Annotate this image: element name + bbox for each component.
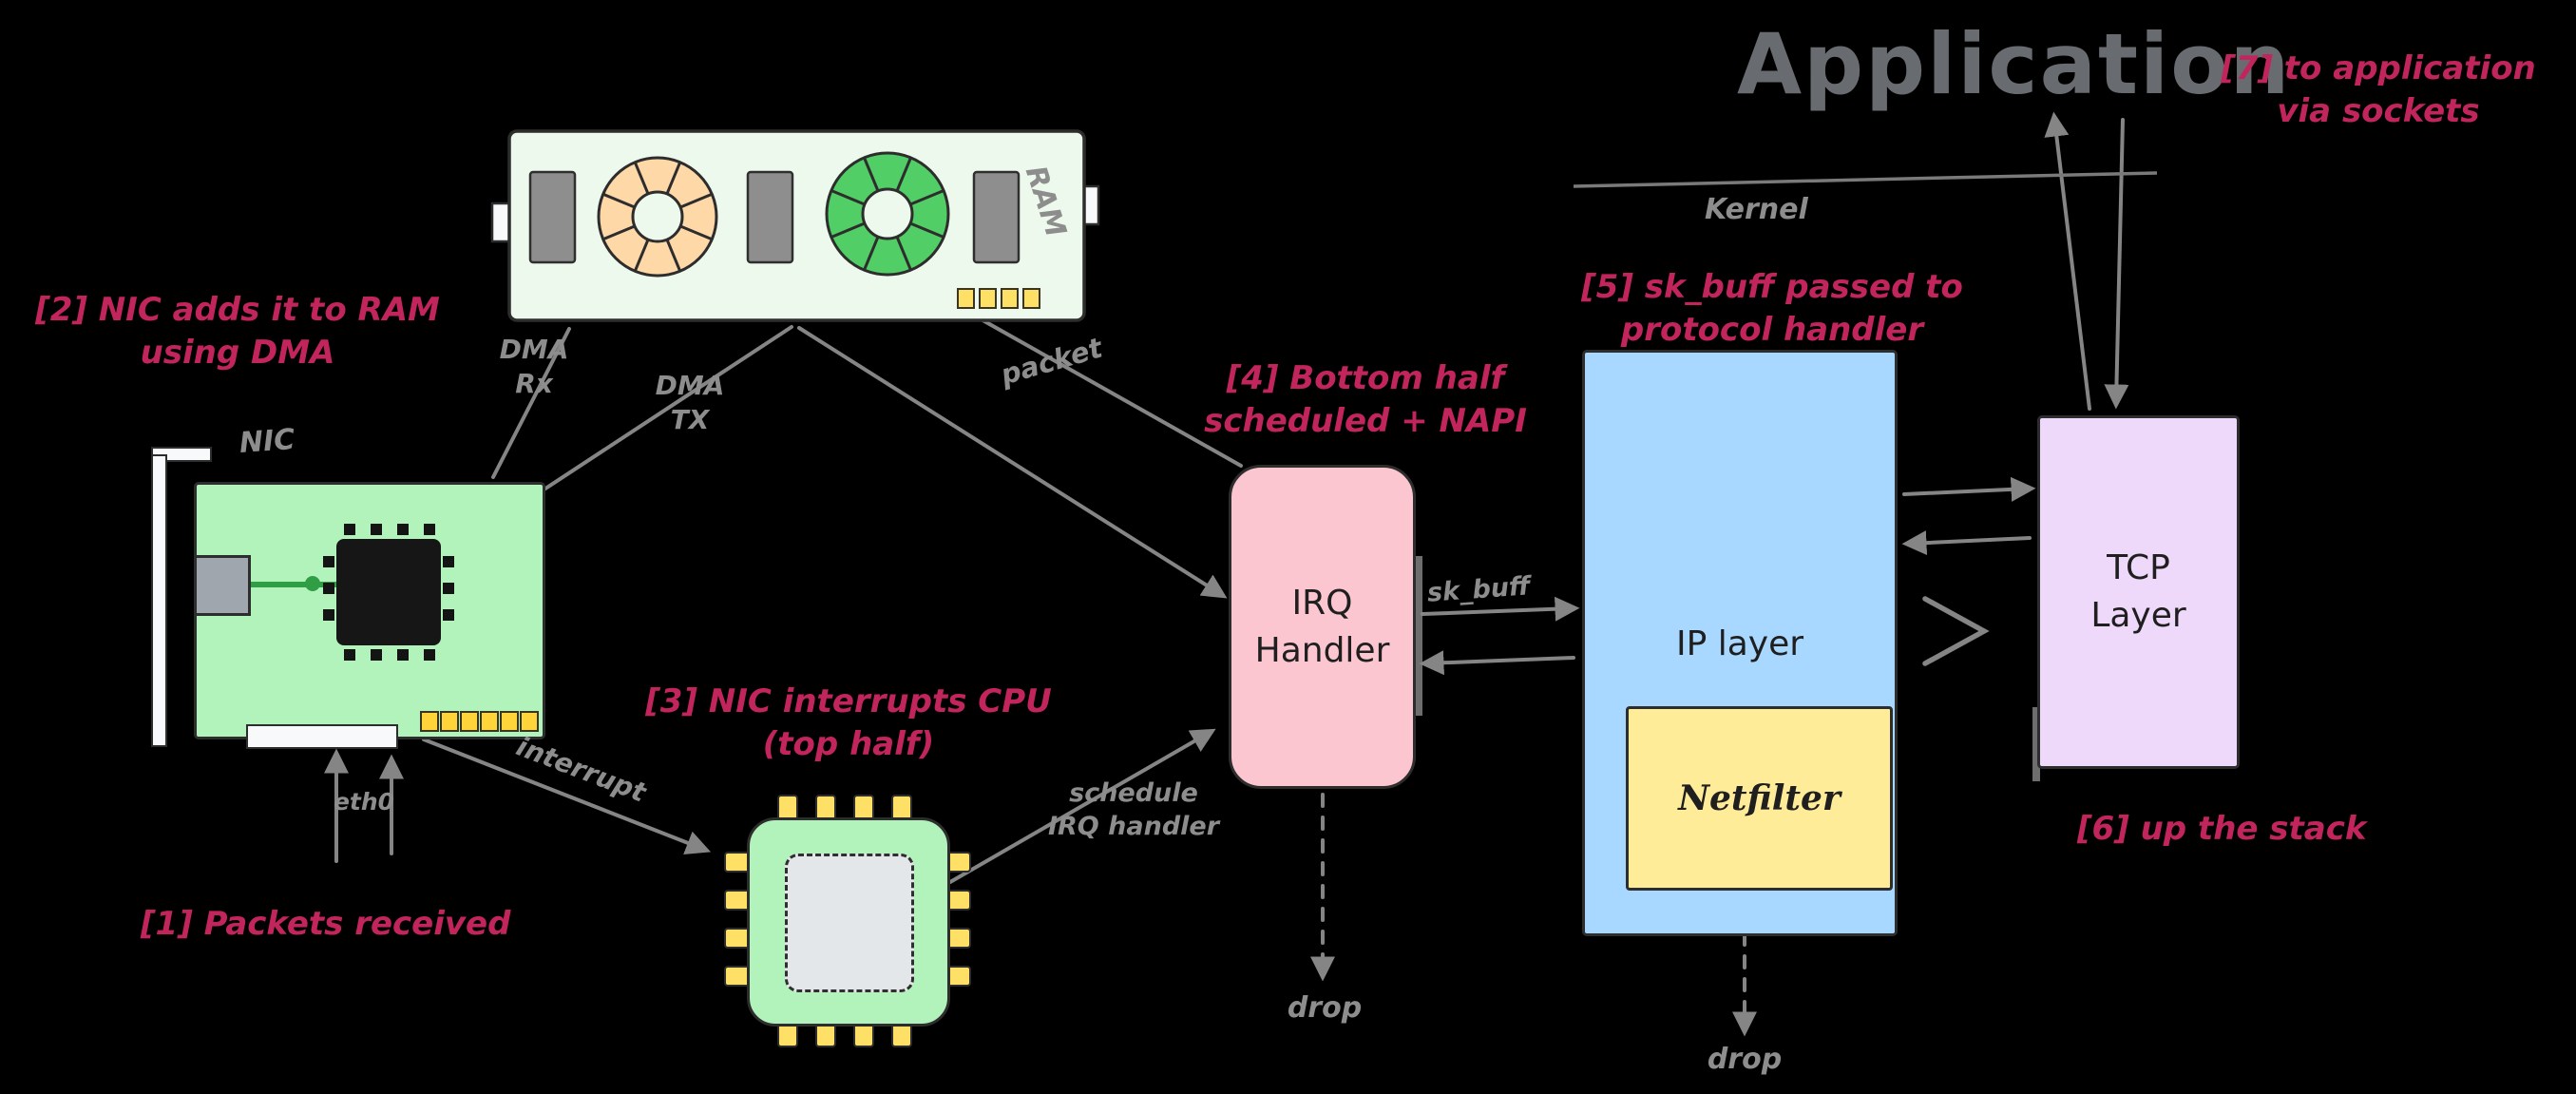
ip-to-tcp-arrow — [1902, 476, 2036, 502]
nic-port — [194, 555, 251, 616]
sketch-stroke-tcp — [2032, 707, 2040, 781]
dma-rx-label-line2: Rx — [515, 367, 553, 399]
chip-leg — [424, 524, 435, 535]
chip-leg — [371, 524, 382, 535]
tcp-layer-box: TCP Layer — [2037, 415, 2240, 769]
chip-leg — [397, 524, 409, 535]
annotation-step3: [3] NIC interrupts CPU (top half) — [616, 681, 1081, 766]
nic-pin — [420, 711, 439, 732]
chip-leg — [344, 649, 355, 661]
nic-card — [143, 426, 599, 777]
kernel-label: Kernel — [1705, 193, 1808, 226]
annotation-step5-line2: protocol handler — [1620, 310, 1924, 349]
annotation-step1: [1] Packets received — [141, 905, 511, 943]
nic-edge-connector — [246, 724, 398, 749]
tx-ring-green — [825, 151, 950, 277]
annotation-step2-line1: [2] NIC adds it to RAM — [35, 291, 440, 329]
nic-pin — [520, 711, 539, 732]
irq-handler-box: IRQ Handler — [1229, 465, 1416, 789]
annotation-step7: [7] to application via sockets — [2174, 48, 2576, 133]
annotation-step4-line1: [4] Bottom half — [1226, 359, 1505, 397]
nic-pin — [440, 711, 459, 732]
dma-rx-line — [491, 327, 571, 479]
app-to-tcp-arrow — [2104, 118, 2129, 410]
irq-handler-label-line2: Handler — [1254, 630, 1390, 670]
sketch-stroke-irq — [1414, 556, 1422, 716]
chip-leg — [344, 524, 355, 535]
chip-leg — [443, 609, 454, 621]
nic-bracket — [151, 454, 167, 747]
cpu-chip — [724, 795, 971, 1047]
schedule-label-line2: IRQ handler — [1047, 811, 1220, 841]
dma-tx-label-line2: TX — [670, 403, 710, 435]
tcp-to-app-arrow — [2044, 111, 2091, 411]
nic-chip — [336, 539, 441, 645]
ip-layer-box: IP layer Netfilter — [1582, 350, 1898, 936]
schedule-label-line1: schedule — [1069, 778, 1198, 808]
nic-pin — [480, 711, 499, 732]
schedule-label: schedule IRQ handler — [1043, 777, 1224, 843]
dma-rx-label-line1: DMA — [499, 334, 569, 365]
annotation-step5-line1: [5] sk_buff passed to — [1581, 268, 1963, 306]
ram-to-irq-arrow — [797, 326, 1228, 599]
ip-layer-label: IP layer — [1675, 624, 1804, 663]
annotation-step3-line1: [3] NIC interrupts CPU — [645, 682, 1052, 720]
annotation-step2-line2: using DMA — [140, 333, 335, 372]
ram-chip-2 — [746, 170, 794, 264]
nic-label: NIC — [238, 423, 296, 460]
annotation-step6: [6] up the stack — [2077, 810, 2367, 848]
dma-tx-label-line1: DMA — [655, 370, 725, 401]
nic-pin — [500, 711, 519, 732]
chip-leg — [397, 649, 409, 661]
irq-handler-label-line1: IRQ — [1291, 583, 1353, 623]
skbuff-left-arrow — [1419, 650, 1575, 676]
annotation-step3-line2: (top half) — [762, 724, 935, 763]
chip-leg — [371, 649, 382, 661]
tcp-layer-label-line1: TCP — [2107, 548, 2170, 588]
chip-leg — [443, 583, 454, 594]
nic-pin — [460, 711, 479, 732]
annotation-step4: [4] Bottom half scheduled + NAPI — [1180, 357, 1551, 443]
dma-tx-line — [541, 325, 793, 492]
annotation-step7-line1: [7] to application — [2221, 49, 2536, 87]
ram-chip-3 — [972, 170, 1021, 264]
annotation-step4-line2: scheduled + NAPI — [1204, 401, 1527, 440]
chip-leg — [443, 556, 454, 567]
irq-drop-label: drop — [1287, 991, 1363, 1025]
nic-trace — [251, 582, 338, 587]
dma-rx-label: DMA Rx — [487, 333, 582, 401]
application-title: Application — [1737, 15, 2292, 113]
annotation-step5: [5] sk_buff passed to protocol handler — [1568, 266, 1976, 352]
eth0-label: eth0 — [333, 788, 395, 816]
annotation-step2: [2] NIC adds it to RAM using DMA — [0, 289, 475, 374]
cpu-die — [785, 854, 914, 992]
packet-to-ram-arrow — [935, 293, 1243, 468]
chip-leg — [323, 609, 334, 621]
netfilter-drop-label: drop — [1707, 1043, 1783, 1076]
dma-tx-label: DMA TX — [642, 369, 737, 437]
ram-chip-1 — [528, 170, 577, 264]
chip-leg — [323, 583, 334, 594]
tcp-layer-label-line2: Layer — [2090, 596, 2186, 635]
tcp-to-ip-arrow — [1901, 530, 2032, 556]
chip-leg — [323, 556, 334, 567]
netfilter-label: Netfilter — [1678, 778, 1841, 818]
schedule-irq-arrow — [948, 728, 1216, 884]
skbuff-right-arrow — [1421, 596, 1580, 622]
ram-module — [490, 129, 1100, 322]
nic-trace-dot — [305, 576, 320, 591]
rx-ring-orange — [597, 156, 718, 278]
annotation-step7-line2: via sockets — [2277, 91, 2480, 130]
ram-edge-pins — [957, 288, 1040, 309]
up-the-stack-chevron — [1922, 596, 1990, 666]
interrupt-arrow — [422, 738, 712, 854]
netfilter-box: Netfilter — [1626, 706, 1893, 891]
chip-leg — [424, 649, 435, 661]
kernel-boundary-line — [1573, 171, 2158, 188]
